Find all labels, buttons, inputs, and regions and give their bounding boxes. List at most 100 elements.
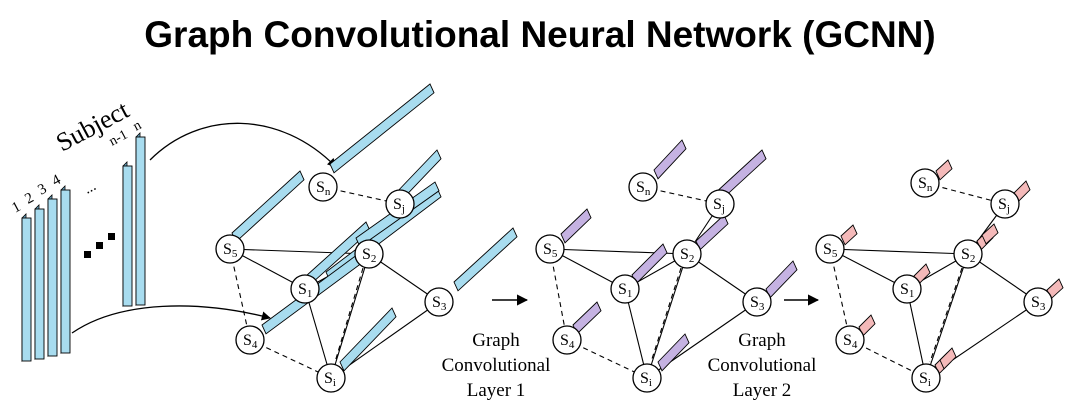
feature-bar — [453, 227, 518, 292]
node-circle — [910, 168, 940, 198]
node-circle — [742, 287, 772, 317]
graph-node-sn: Sn — [910, 168, 940, 198]
node-label: Si — [324, 370, 336, 389]
graph-node-s4: S4 — [835, 325, 865, 355]
graph-node-sj: Sj — [385, 189, 415, 219]
graph-edge — [624, 288, 648, 379]
layer1-label-line1: Graph — [472, 330, 520, 351]
node-label: S3 — [750, 294, 765, 313]
subject-bar — [34, 208, 45, 360]
feature-bar — [939, 347, 957, 370]
graph-node-s5: S5 — [815, 234, 845, 264]
graph-node-s4: S4 — [235, 325, 265, 355]
node-circle — [316, 363, 346, 393]
node-label: Sj — [393, 196, 405, 215]
node-label: Sn — [918, 175, 933, 194]
node-circle — [835, 325, 865, 355]
subject-bar — [47, 198, 58, 357]
node-circle — [953, 239, 983, 269]
graph-node-s3: S3 — [1023, 287, 1053, 317]
feature-bar — [329, 83, 435, 174]
subject-label: Subject — [51, 95, 134, 158]
subject-stack: Subject 1234n-1n ... — [9, 95, 146, 362]
node-circle — [552, 325, 582, 355]
node-circle — [911, 363, 941, 393]
node-label: S1 — [618, 281, 632, 300]
feature-bar — [935, 159, 953, 181]
node-label: S4 — [843, 332, 858, 351]
graph-node-s2: S2 — [672, 239, 702, 269]
node-circle — [610, 274, 640, 304]
page-title: Graph Convolutional Neural Network (GCNN… — [144, 14, 936, 55]
node-label: S2 — [961, 246, 975, 265]
graph-edge-dashed — [929, 267, 963, 363]
subject-ellipsis: ... — [81, 178, 98, 197]
node-circle — [815, 234, 845, 264]
feature-bar — [840, 224, 858, 246]
graph-edge — [925, 253, 969, 379]
layer2-label-line1: Graph — [738, 330, 786, 351]
subject-dots — [84, 233, 115, 258]
feature-bar — [560, 208, 592, 244]
node-circle — [632, 363, 662, 393]
feature-bar — [653, 139, 687, 180]
subject-last-index-label: n — [131, 118, 144, 135]
feature-bar — [231, 170, 305, 243]
node-label: S2 — [362, 246, 376, 265]
graph-edge — [304, 288, 332, 379]
node-label: S4 — [560, 332, 575, 351]
graph-node-si: Si — [316, 363, 346, 393]
graph-node-s3: S3 — [424, 287, 454, 317]
graph-edge-dashed — [829, 248, 851, 341]
input-arrow-top — [149, 122, 337, 168]
node-label: Sn — [316, 179, 331, 198]
feature-bar — [765, 260, 798, 299]
node-circle — [385, 189, 415, 219]
graph-edge-dashed — [650, 267, 682, 363]
graph-edge — [229, 248, 370, 255]
node-label: S1 — [900, 281, 914, 300]
node-label: S3 — [1031, 294, 1046, 313]
subject-dot — [96, 242, 103, 249]
graph-edge — [829, 248, 969, 255]
layer2-label-line2: Convolutional — [708, 355, 817, 376]
node-circle — [235, 325, 265, 355]
node-label: S1 — [298, 281, 312, 300]
graph-node-si: Si — [911, 363, 941, 393]
node-label: S5 — [823, 241, 838, 260]
node-label: Sj — [998, 196, 1010, 215]
layer2-label: Graph Convolutional Layer 2 — [708, 330, 817, 401]
node-label: Sn — [636, 179, 651, 198]
graph-node-si: Si — [632, 363, 662, 393]
graph-node-s5: S5 — [535, 234, 565, 264]
input-arrow-bottom — [71, 305, 271, 334]
node-circle — [1023, 287, 1053, 317]
graph-node-s2: S2 — [354, 239, 384, 269]
graph-node-s4: S4 — [552, 325, 582, 355]
graph-edge-dashed — [334, 267, 364, 363]
node-circle — [705, 189, 735, 219]
graph-edge-dashed — [549, 248, 568, 341]
subject-dot — [108, 233, 115, 240]
subject-index-label: 1 — [9, 199, 23, 217]
graph-node-s1: S1 — [610, 274, 640, 304]
graph-node-s2: S2 — [953, 239, 983, 269]
graph-node-s3: S3 — [742, 287, 772, 317]
node-circle — [424, 287, 454, 317]
feature-bar — [657, 333, 690, 372]
graph-edge — [646, 253, 688, 379]
subject-bar — [122, 165, 133, 307]
node-label: S5 — [543, 241, 558, 260]
graph-node-sj: Sj — [990, 189, 1020, 219]
subject-index-label: 4 — [49, 172, 64, 190]
graph-edge-dashed — [249, 339, 332, 379]
node-circle — [290, 274, 320, 304]
subject-bar — [21, 217, 32, 362]
graph-edge-dashed — [566, 339, 648, 379]
node-label: Si — [640, 370, 652, 389]
feature-bar — [339, 307, 397, 372]
subject-index-label: 2 — [22, 190, 36, 208]
subject-bars — [21, 132, 146, 362]
